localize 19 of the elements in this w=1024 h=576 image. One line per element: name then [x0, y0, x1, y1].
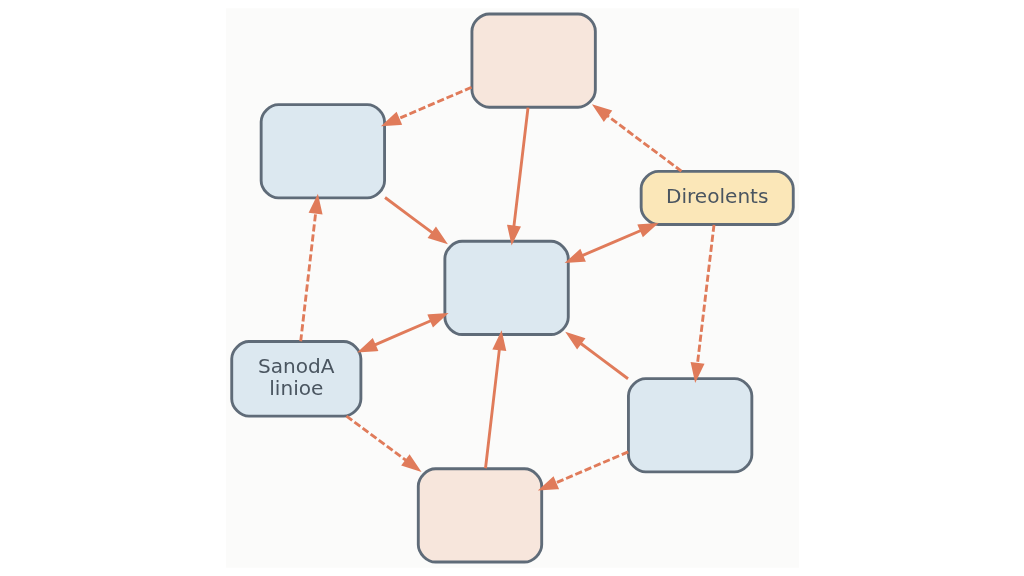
arrow: [537, 450, 629, 491]
arrow: [356, 312, 449, 353]
node-box: Direolents: [639, 169, 795, 226]
node-box: [259, 103, 386, 200]
node-box: [470, 12, 597, 109]
node-box: [626, 377, 753, 474]
arrow: [345, 415, 422, 472]
arrow: [506, 107, 529, 246]
arrow: [564, 222, 659, 264]
arrow: [298, 193, 323, 342]
node-box: [416, 467, 543, 564]
arrow: [483, 330, 506, 469]
arrow: [564, 331, 629, 380]
arrow: [690, 224, 715, 383]
node-box: SanodA linioe: [229, 340, 362, 418]
node-box: [442, 239, 570, 336]
arrow: [591, 104, 682, 173]
arrow: [383, 196, 448, 245]
arrow: [380, 86, 472, 127]
